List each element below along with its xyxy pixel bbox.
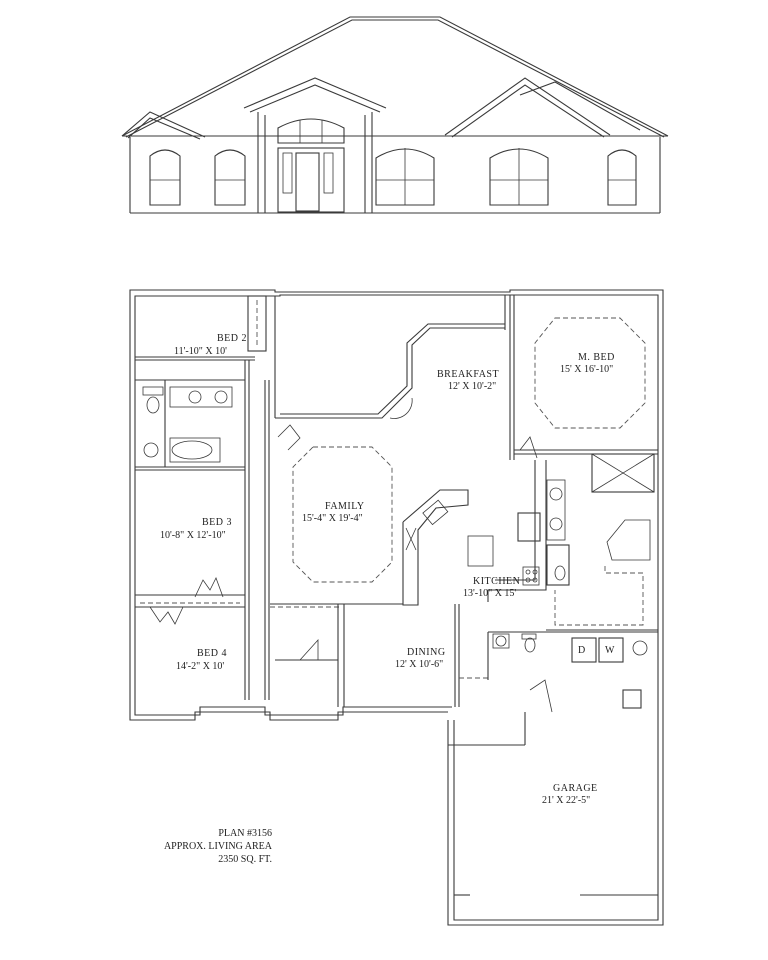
breakfast-name: BREAKFAST: [437, 369, 499, 380]
washer-label: W: [605, 645, 615, 656]
elevation-windows: [149, 148, 637, 206]
front-elevation: [121, 16, 669, 214]
bed4-name: BED 4: [197, 648, 227, 659]
family-name: FAMILY: [325, 501, 365, 512]
master-bed-size: 15' X 16'-10": [560, 364, 613, 375]
bed2-size: 11'-10" X 10': [174, 346, 227, 357]
kitchen-name: KITCHEN: [473, 576, 520, 587]
garage-name: GARAGE: [553, 783, 598, 794]
bed3-name: BED 3: [202, 517, 232, 528]
bed2-name: BED 2: [217, 333, 247, 344]
garage-size: 21' X 22'-5": [542, 795, 590, 806]
kitchen-size: 13'-10" X 15': [463, 588, 516, 599]
living-area-label: APPROX. LIVING AREA: [164, 841, 273, 852]
family-size: 15'-4" X 19'-4": [302, 513, 363, 524]
floor-plan: [129, 289, 664, 926]
plan-number: PLAN #3156: [218, 828, 272, 839]
bed4-size: 14'-2" X 10': [176, 661, 224, 672]
breakfast-size: 12' X 10'-2": [448, 381, 496, 392]
master-bed-name: M. BED: [578, 352, 615, 363]
living-area-value: 2350 SQ. FT.: [218, 854, 272, 865]
dining-name: DINING: [407, 647, 446, 658]
bed3-size: 10'-8" X 12'-10": [160, 530, 226, 541]
room-labels: BED 2 11'-10" X 10' BED 3 10'-8" X 12'-1…: [160, 333, 615, 806]
dryer-label: D: [578, 645, 586, 656]
dining-size: 12' X 10'-6": [395, 659, 443, 670]
plan-info: PLAN #3156 APPROX. LIVING AREA 2350 SQ. …: [164, 828, 273, 865]
